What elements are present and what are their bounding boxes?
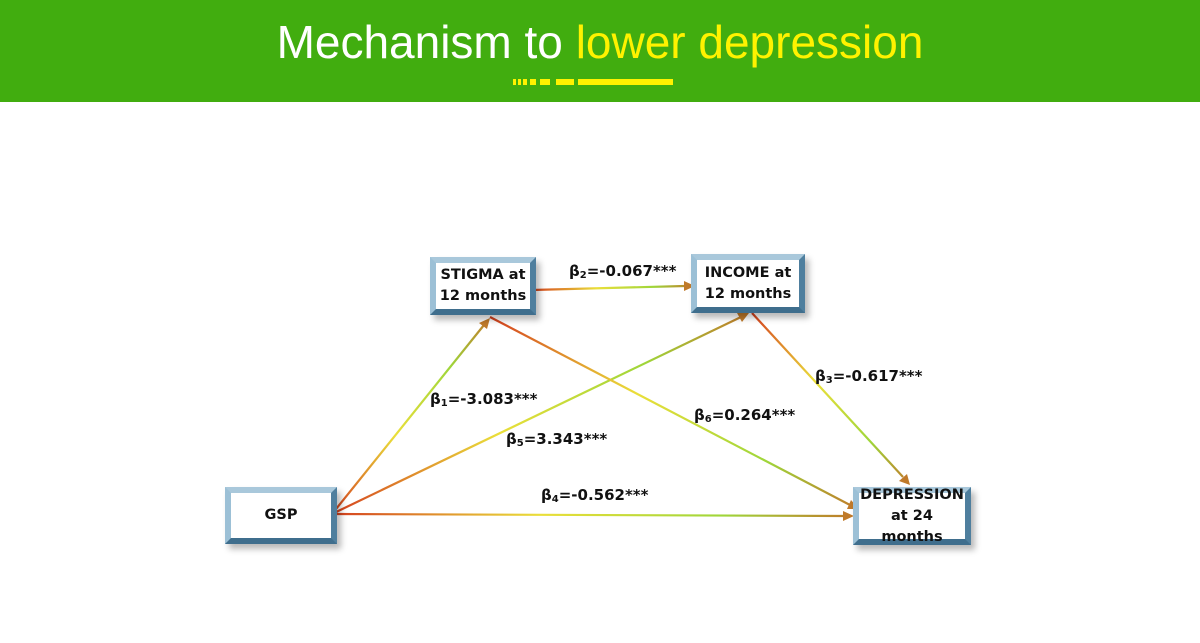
coef-b6: β6=0.264*** — [694, 406, 796, 425]
arrow-b3 — [751, 312, 910, 485]
arrow-b2 — [531, 281, 695, 292]
page-title: Mechanism to lower depression — [0, 14, 1200, 70]
arrow-b1 — [331, 318, 490, 515]
node-depression: DEPRESSION at 24 months — [853, 487, 971, 545]
coef-b4: β4=-0.562*** — [541, 486, 649, 505]
arrow-b6 — [489, 316, 859, 509]
title-underline — [513, 79, 673, 85]
arrow-b5 — [331, 313, 749, 515]
coef-b5: β5=3.343*** — [506, 430, 608, 449]
node-gsp-label: GSP — [264, 507, 298, 523]
title-banner — [0, 0, 1200, 102]
coef-b1: β1=-3.083*** — [430, 390, 538, 409]
node-income-label: INCOME at 12 months — [704, 264, 792, 302]
coef-b2: β2=-0.067*** — [569, 262, 677, 281]
coef-b3: β3=-0.617*** — [815, 367, 923, 386]
node-income: INCOME at 12 months — [691, 254, 805, 313]
node-depression-label: DEPRESSION at 24 months — [860, 486, 964, 545]
title-text-highlight: lower depression — [575, 16, 924, 68]
node-gsp: GSP — [225, 487, 337, 544]
node-stigma-label: STIGMA at 12 months — [439, 267, 527, 304]
node-stigma: STIGMA at 12 months — [430, 257, 536, 315]
title-text-white: Mechanism to — [276, 16, 576, 68]
arrow-b4 — [331, 511, 854, 521]
